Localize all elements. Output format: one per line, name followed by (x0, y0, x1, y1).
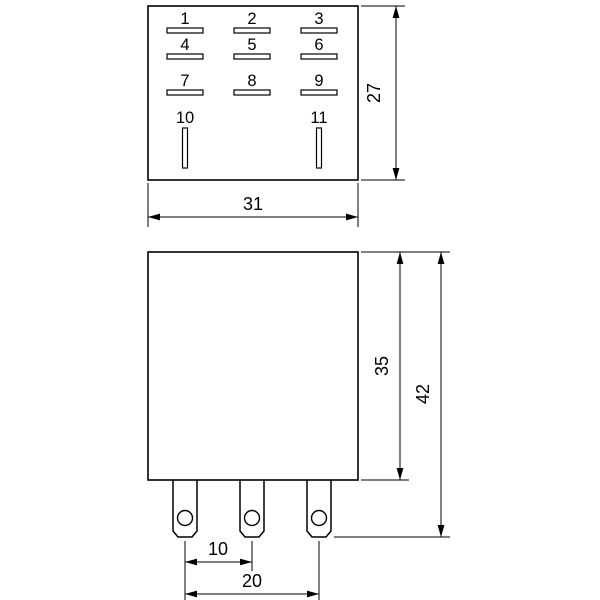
terminal-slot-4 (166, 53, 204, 60)
terminal-label-5: 5 (247, 36, 256, 54)
terminal-slot-1 (166, 27, 204, 34)
terminal-label-7: 7 (180, 72, 189, 90)
terminal-label-10: 10 (176, 109, 194, 127)
dimension-label-35: 35 (372, 356, 392, 376)
dimension-label-20: 20 (242, 571, 262, 591)
terminal-label-2: 2 (247, 10, 256, 28)
top-view: 1 2 3 4 5 6 7 8 9 10 11 (147, 5, 359, 181)
terminal-label-4: 4 (180, 36, 189, 54)
terminal-label-8: 8 (247, 72, 256, 90)
terminal-slot-9 (300, 89, 338, 96)
terminal-slot-7 (166, 89, 204, 96)
terminal-label-6: 6 (314, 36, 323, 54)
dimension-label-27: 27 (364, 83, 384, 103)
terminal-label-11: 11 (310, 109, 327, 127)
pin-hole-center (243, 509, 261, 527)
terminal-slot-10 (181, 127, 189, 169)
front-view-body (147, 251, 359, 481)
front-view-dimensions: 35 42 10 20 (184, 251, 450, 600)
terminal-slot-6 (300, 53, 338, 60)
pin-hole-right (310, 509, 328, 527)
terminal-label-3: 3 (314, 10, 323, 28)
terminal-slot-8 (233, 89, 271, 96)
pin-blade-right (306, 480, 332, 538)
terminal-label-9: 9 (314, 72, 323, 90)
pin-blade-left (172, 480, 198, 538)
pin-hole-left (176, 509, 194, 527)
dimension-label-42: 42 (413, 384, 433, 404)
dimension-label-10: 10 (208, 539, 228, 559)
terminal-label-1: 1 (180, 10, 189, 28)
terminal-slot-11 (315, 127, 323, 169)
top-view-dimensions: 27 31 (147, 5, 405, 227)
terminal-slot-5 (233, 53, 271, 60)
front-view (147, 251, 359, 538)
pin-blade-center (239, 480, 265, 538)
terminal-slot-2 (233, 27, 271, 34)
terminal-slot-3 (300, 27, 338, 34)
dimension-label-31: 31 (243, 194, 263, 214)
